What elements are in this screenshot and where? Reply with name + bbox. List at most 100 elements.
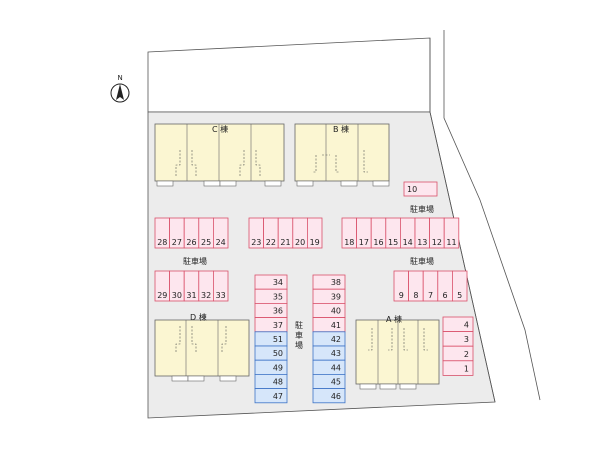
building-a-label: A 棟 [386,314,402,324]
parking-lot-number: 47 [273,392,283,401]
parking-lot-44: 44 [312,359,346,375]
parking-lot-number: 43 [331,349,341,358]
building-c-label: C 棟 [212,124,228,134]
parking-lot-number: 36 [273,307,283,316]
building-b-label: B 棟 [333,124,349,134]
parking-lot-number: 40 [331,307,341,316]
parking-lot-number: 21 [280,238,290,247]
parking-lot-number: 25 [201,238,211,247]
parking-lot-18: 18 [341,217,358,249]
parking-lot-number: 3 [464,335,469,344]
parking-lot-number: 18 [344,238,354,247]
parking-lot-number: 33 [216,291,226,300]
parking-lot-number: 4 [464,321,469,330]
parking-lot-number: 10 [407,185,417,194]
parking-lot-number: 19 [310,238,320,247]
parking-label-center-c3: 場 [295,340,303,350]
parking-lot-number: 2 [464,350,469,359]
parking-lot-35: 35 [254,288,288,304]
parking-lot-number: 9 [399,291,404,300]
site-ground [147,37,431,113]
parking-label-center-c2: 車 [295,330,303,340]
parking-lot-41: 41 [312,317,346,333]
parking-label-right-upper: 駐車場 [410,204,434,214]
parking-lot-22: 22 [263,217,279,249]
parking-lot-number: 17 [359,238,369,247]
parking-lot-32: 32 [198,270,214,302]
parking-lot-12: 12 [429,217,445,249]
parking-lot-number: 28 [157,238,167,247]
parking-lot-number: 26 [186,238,196,247]
parking-lot-number: 23 [251,238,261,247]
parking-lot-number: 38 [331,278,341,287]
parking-lot-33: 33 [212,270,229,302]
parking-lot-11: 11 [443,217,460,249]
parking-lot-39: 39 [312,288,346,304]
parking-lot-number: 42 [331,335,341,344]
parking-label-right-lower: 駐車場 [410,256,434,266]
parking-lot-7: 7 [422,270,439,302]
parking-lot-number: 12 [432,238,442,247]
parking-lot-24: 24 [212,217,229,249]
parking-lot-14: 14 [399,217,416,249]
parking-lot-number: 15 [388,238,398,247]
parking-lot-number: 5 [457,291,462,300]
parking-lot-51: 51 [254,331,288,347]
parking-lot-16: 16 [370,217,387,249]
road-edge [429,38,496,403]
parking-label-center: 駐 車 場 [295,320,303,350]
parking-lot-27: 27 [169,217,185,249]
north-label: N [118,74,123,82]
road-edge-outer [443,30,541,401]
parking-lot-31: 31 [183,270,200,302]
parking-lot-number: 6 [443,291,448,300]
parking-lot-38: 38 [312,274,346,290]
parking-lot-49: 49 [254,359,288,375]
parking-lot-10: 10 [403,181,438,197]
parking-lot-number: 7 [428,291,433,300]
north-arrow-icon: N [110,74,130,103]
parking-lot-19: 19 [306,217,323,249]
parking-lot-5: 5 [451,270,468,302]
parking-lot-number: 32 [201,291,211,300]
parking-lot-21: 21 [277,217,294,249]
building-c [154,123,285,187]
parking-lot-1: 1 [442,360,474,376]
parking-lot-number: 22 [266,238,276,247]
parking-lot-2: 2 [442,345,474,362]
parking-lot-number: 51 [273,335,283,344]
parking-lot-26: 26 [183,217,200,249]
parking-lot-40: 40 [312,302,346,318]
parking-lot-number: 50 [273,349,283,358]
parking-lot-29: 29 [154,270,171,302]
parking-lot-number: 20 [295,238,305,247]
parking-lot-number: 16 [373,238,383,247]
parking-lot-number: 27 [172,238,182,247]
parking-lot-23: 23 [248,217,265,249]
parking-lot-number: 29 [157,291,167,300]
parking-lot-number: 24 [216,238,226,247]
parking-lot-50: 50 [254,345,288,361]
parking-lot-number: 34 [273,278,283,287]
parking-lot-number: 31 [186,291,196,300]
parking-lot-3: 3 [442,331,474,347]
parking-label-left: 駐車場 [183,256,207,266]
parking-lot-45: 45 [312,373,346,389]
parking-lot-13: 13 [414,217,431,249]
parking-lot-43: 43 [312,345,346,361]
parking-lot-number: 30 [172,291,182,300]
parking-lot-34: 34 [254,274,288,290]
parking-lot-number: 35 [273,292,283,301]
parking-lot-number: 11 [446,238,456,247]
parking-lot-4: 4 [442,316,474,333]
parking-lot-25: 25 [198,217,214,249]
parking-lot-15: 15 [385,217,401,249]
building-a [355,319,440,390]
parking-lot-8: 8 [408,270,424,302]
parking-lot-28: 28 [154,217,171,249]
parking-lot-number: 14 [403,238,413,247]
parking-lot-number: 45 [331,378,341,387]
parking-lot-number: 8 [413,291,418,300]
